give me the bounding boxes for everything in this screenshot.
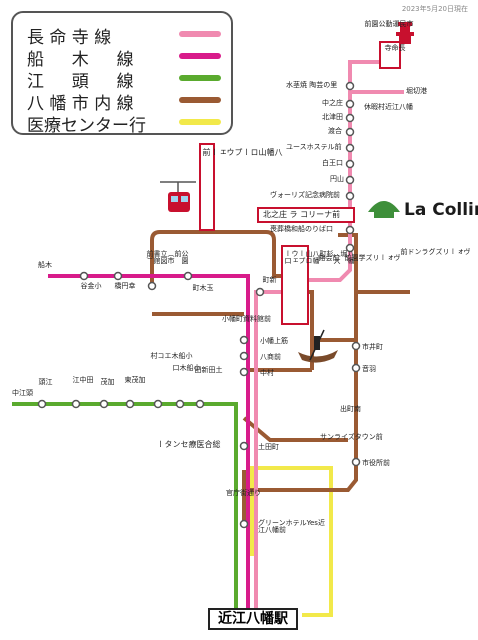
ropeway-gondola-icon: [160, 181, 196, 212]
boat-icon: [298, 329, 338, 363]
legend-label: 八 幡 市 内 線: [27, 94, 134, 114]
station-label: 総合医療センター: [156, 440, 221, 448]
station-label: 加茂東: [124, 376, 146, 383]
station-label: 長命寺: [384, 44, 406, 51]
station-label: ヴォーリズ学園前: [344, 254, 401, 261]
station-label: 田中江: [72, 376, 94, 383]
legend-swatch: [179, 53, 221, 59]
station-label: 加茂: [100, 378, 115, 385]
legend-label: 船 木 線: [27, 50, 134, 70]
station-label: 市民運動公園前: [364, 20, 414, 27]
station-label: 江頭: [38, 378, 53, 385]
station-label: 小幡町資料館前: [222, 315, 271, 323]
station-label: 出町南: [340, 405, 361, 413]
station-label: 船木: [38, 261, 52, 269]
station-label: サンライズタウン前: [320, 433, 383, 441]
station-label: 喪葬橋和船のりば口: [270, 225, 333, 233]
station-label: 中江頭: [12, 389, 33, 397]
legend-swatch: [179, 119, 221, 125]
legend-label: 医療センター行: [27, 116, 146, 136]
station-label: 玉木町: [192, 284, 214, 291]
legend-swatch: [179, 31, 221, 37]
station-label: 中村: [260, 369, 274, 377]
station-label: 小幡上筋: [260, 337, 288, 345]
station-label: 公園前（市立図書館前）: [146, 250, 189, 264]
legend-label: 長 命 寺 線: [27, 28, 112, 48]
station-label: 北津田: [322, 113, 343, 121]
station-label: 前会館: [318, 254, 340, 261]
station-label: グリーンホテルYes近江八幡前: [258, 519, 325, 534]
route-legend: 長 命 寺 線 船 木 線 江 頭 線 八 幡 市 内 線 医療センター行: [11, 11, 233, 136]
station-label: 八商前: [260, 353, 281, 361]
station-label: 幸円橋: [114, 282, 136, 289]
station-label: 小船木口: [172, 364, 201, 371]
station-label: 小船木エコ村: [150, 352, 193, 359]
station-label: 水茎焼 陶芸の里: [286, 81, 338, 89]
la-collina-label: La Collina: [404, 200, 478, 220]
station-label: 北之庄 ラ コリーナ前: [263, 210, 341, 219]
station-label: 白王口: [322, 159, 343, 167]
station-label: 中之庄: [322, 99, 343, 107]
station-label: 休暇村近江八幡: [364, 103, 413, 111]
route-egashira: [12, 402, 238, 615]
legend-swatch: [179, 75, 221, 81]
route-hachiman-shinai: [150, 230, 410, 526]
legend-row: 長 命 寺 線: [27, 23, 227, 48]
legend-row: 医療センター行: [27, 111, 227, 136]
station-label: 土田町: [258, 443, 279, 451]
station-label: ヴォーリズグランド前: [400, 248, 471, 255]
station-label: 八幡山ロープウェー前: [202, 148, 283, 156]
station-label: 円山: [330, 175, 344, 183]
station-label: 渡合: [328, 127, 342, 135]
station-label: ヴォーリズ記念病院前: [270, 191, 340, 199]
legend-row: 江 頭 線: [27, 67, 227, 92]
route-iryo-center: [250, 466, 333, 617]
la-collina-icon: [368, 201, 400, 218]
date-note: 2023年5月20日現在: [401, 5, 468, 13]
station-label: 土田新田: [194, 366, 223, 373]
station-label: 小金谷: [80, 282, 102, 289]
legend-row: 船 木 線: [27, 45, 227, 70]
station-label: ユースホステル前: [286, 143, 342, 151]
station-label: 音羽: [362, 365, 376, 373]
main-station-label: 近江八幡駅: [208, 608, 298, 630]
station-label: 堀切港: [406, 87, 427, 95]
station-label: 市役所前: [362, 459, 390, 467]
legend-row: 八 幡 市 内 線: [27, 89, 227, 114]
temple-icon: [396, 22, 414, 44]
station-label: 官庁街通り: [226, 489, 261, 497]
legend-label: 江 頭 線: [27, 72, 134, 92]
station-label: 八幡堀（大杉町）八幡山ロープウェー口: [284, 250, 355, 264]
legend-swatch: [179, 97, 221, 103]
station-label: 新町: [262, 276, 277, 283]
station-label: 市井町: [362, 343, 383, 351]
